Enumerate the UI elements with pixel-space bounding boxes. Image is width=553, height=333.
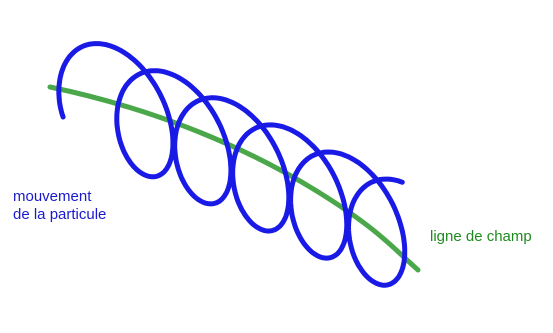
particle-helix-path: [59, 44, 405, 286]
field-line-label: ligne de champ: [430, 228, 532, 246]
particle-motion-label-line1: mouvement: [13, 188, 106, 206]
particle-motion-label-line2: de la particule: [13, 206, 106, 224]
particle-motion-label: mouvement de la particule: [13, 188, 106, 224]
